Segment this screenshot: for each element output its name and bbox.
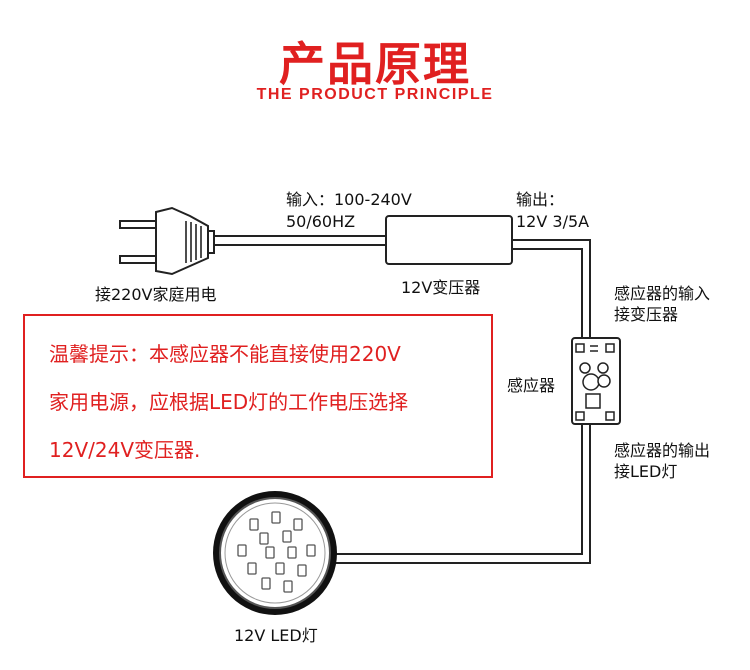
- cable-transformer-to-sensor: [512, 239, 591, 338]
- plug-label: 接220V家庭用电: [95, 285, 217, 304]
- sensor-output-label-line2: 接LED灯: [614, 462, 678, 481]
- input-spec-line2: 50/60HZ: [286, 212, 356, 231]
- plug-grip-lines: [185, 221, 202, 263]
- transformer-label: 12V变压器: [401, 278, 481, 297]
- plug-icon: [155, 206, 209, 276]
- led-label: 12V LED灯: [234, 626, 318, 645]
- warning-line-2: 家用电源，应根据LED灯的工作电压选择: [49, 390, 409, 414]
- warning-box: 温馨提示：本感应器不能直接使用220V 家用电源，应根据LED灯的工作电压选择 …: [23, 314, 493, 478]
- sensor-module: [571, 337, 621, 425]
- warning-line-1: 温馨提示：本感应器不能直接使用220V: [49, 342, 401, 366]
- sensor-label: 感应器: [507, 376, 556, 395]
- plug-pins: [119, 220, 157, 264]
- cable-sensor-to-led: [336, 424, 591, 564]
- sensor-output-label-line1: 感应器的输出: [614, 441, 711, 460]
- led-lamp-icon: [213, 491, 337, 615]
- page-title: 产品原理: [279, 37, 471, 91]
- output-spec-line1: 输出：: [516, 190, 565, 209]
- sensor-input-label-line1: 感应器的输入: [614, 284, 711, 303]
- output-spec-line2: 12V 3/5A: [516, 212, 590, 231]
- sensor-input-label-line2: 接变压器: [614, 305, 679, 324]
- page-subtitle: THE PRODUCT PRINCIPLE: [256, 86, 494, 103]
- input-spec-line1: 输入：100-240V: [286, 190, 412, 209]
- transformer-box: [385, 215, 513, 265]
- cable-plug-to-transformer: [214, 235, 386, 246]
- warning-line-3: 12V/24V变压器.: [49, 438, 201, 462]
